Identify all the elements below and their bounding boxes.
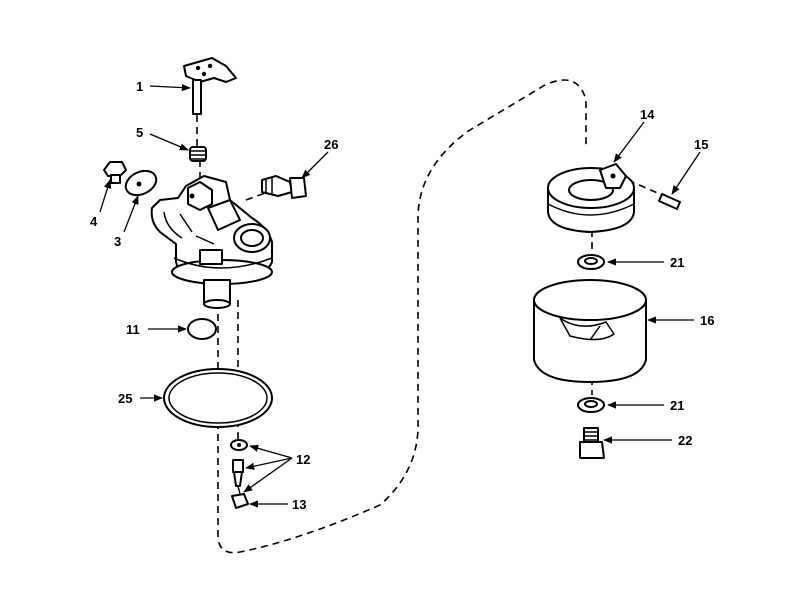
- callout-22: 22: [678, 433, 692, 448]
- alignment-line-26: [245, 191, 269, 201]
- part-screw: [103, 161, 127, 184]
- alignment-line-15: [627, 179, 663, 196]
- callout-14: 14: [640, 107, 655, 122]
- leader-14: [613, 121, 645, 163]
- leader-15: [671, 151, 701, 195]
- callout-4: 4: [90, 214, 98, 229]
- leader-12c: [243, 457, 293, 493]
- part-o-ring: [163, 368, 273, 428]
- part-fitting: [261, 175, 307, 199]
- callout-1: 1: [136, 79, 143, 94]
- part-float-bowl: [533, 279, 647, 383]
- callout-21-lower: 21: [670, 398, 684, 413]
- part-washer: [230, 439, 248, 451]
- leader-3: [123, 195, 139, 233]
- leader-1: [149, 83, 191, 92]
- part-washer-lower: [577, 397, 605, 413]
- leader-12a: [249, 444, 293, 459]
- callout-11: 11: [126, 322, 140, 337]
- part-spring: [189, 146, 207, 162]
- leader-4: [99, 179, 112, 213]
- part-disc: [124, 169, 158, 197]
- callout-12: 12: [296, 452, 310, 467]
- callout-25: 25: [118, 391, 132, 406]
- callout-21-upper: 21: [670, 255, 684, 270]
- part-bowl-nut: [579, 427, 605, 459]
- callout-13: 13: [292, 497, 306, 512]
- part-needle-valve: [232, 459, 244, 487]
- part-washer-upper: [577, 254, 605, 270]
- part-pin: [658, 193, 681, 210]
- callout-5: 5: [136, 125, 143, 140]
- part-clip: [231, 485, 249, 509]
- part-gasket-disc: [187, 318, 217, 340]
- leader-5: [149, 133, 189, 151]
- fuel-line-dashed-loop: [217, 79, 587, 554]
- callout-15: 15: [694, 137, 708, 152]
- part-carburetor-body: [150, 175, 273, 309]
- callout-26: 26: [324, 137, 338, 152]
- part-float: [547, 163, 635, 233]
- leader-26: [301, 151, 329, 179]
- part-throttle-shaft: [183, 57, 237, 115]
- callout-16: 16: [700, 313, 714, 328]
- callout-3: 3: [114, 234, 121, 249]
- leader-12b: [245, 457, 293, 470]
